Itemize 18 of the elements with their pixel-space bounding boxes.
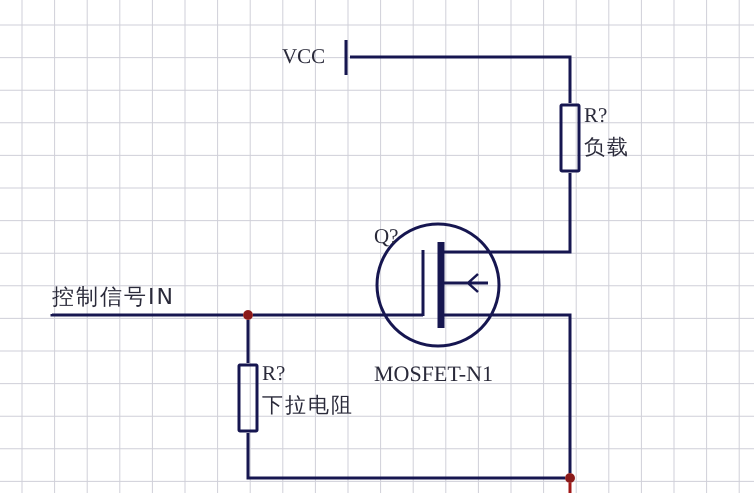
component-label: 负载 bbox=[584, 137, 630, 158]
wire bbox=[246, 433, 565, 480]
wire bbox=[568, 483, 572, 493]
component-label: 下拉电阻 bbox=[262, 395, 354, 416]
net-label: VCC bbox=[282, 46, 326, 67]
junction-dot bbox=[243, 310, 253, 320]
wire bbox=[253, 314, 374, 316]
designator-label: R? bbox=[262, 363, 286, 384]
component-label: MOSFET-N1 bbox=[374, 363, 493, 385]
wire bbox=[50, 312, 243, 316]
signal-label: 控制信号IN bbox=[52, 284, 216, 314]
wire bbox=[246, 320, 250, 364]
wire bbox=[350, 56, 572, 103]
wire bbox=[528, 314, 572, 473]
wire bbox=[528, 173, 572, 254]
designator-label: R? bbox=[584, 105, 608, 126]
junction-dot bbox=[565, 473, 575, 483]
designator-label: Q? bbox=[374, 226, 398, 247]
